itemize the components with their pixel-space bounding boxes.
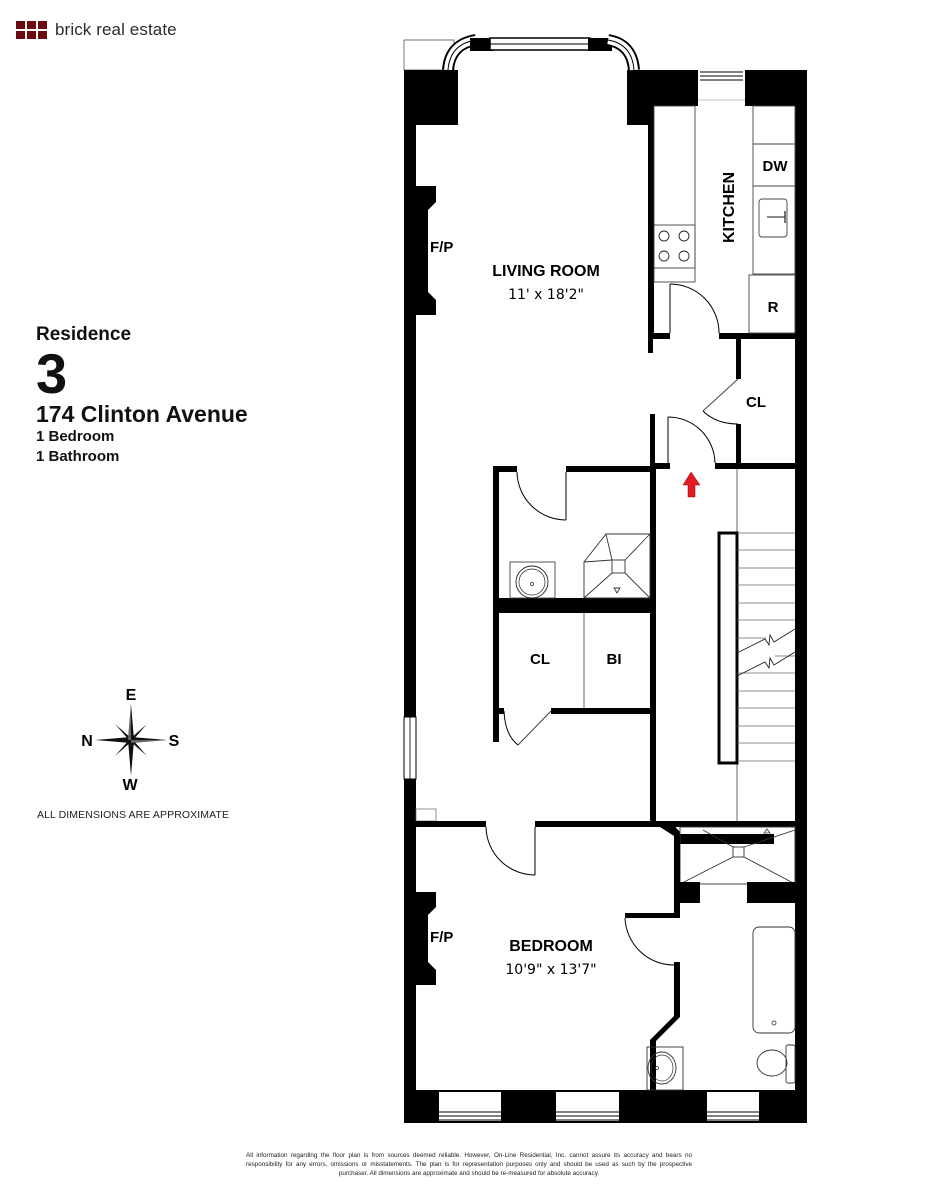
hall-closet-door[interactable] (702, 378, 739, 425)
dimensions-note: ALL DIMENSIONS ARE APPROXIMATE (37, 809, 230, 821)
compass-south-label: S (169, 733, 180, 750)
bathtub-icon (752, 926, 796, 1034)
toilet-icon-upper (509, 561, 556, 599)
bottom-windows (439, 1092, 759, 1121)
compass-west-label: W (122, 777, 138, 794)
bedroom-fireplace (416, 892, 436, 985)
brand-logo: brick real estate (16, 20, 177, 40)
compass-rose-icon: E N S W (81, 687, 180, 794)
staircase (717, 469, 796, 822)
bedroom-dimensions: 10'9" x 13'7" (505, 962, 596, 978)
shower-upper-icon (583, 533, 651, 599)
residence-label: Residence (36, 324, 132, 345)
stove-icon (653, 224, 696, 269)
toilet-icon-lower (756, 1044, 796, 1084)
address: 174 Clinton Avenue (36, 401, 248, 427)
exterior-walls (404, 70, 807, 1123)
bedroom-label: BEDROOM (509, 938, 593, 955)
living-room-dimensions: 11' x 18'2" (508, 287, 584, 303)
center-closet-door[interactable] (503, 710, 552, 746)
bay-window (403, 34, 640, 125)
entry-arrow-icon (682, 471, 701, 498)
entry-door[interactable] (650, 414, 716, 469)
dishwasher-label: DW (763, 158, 789, 175)
listing-info: Residence 3 174 Clinton Avenue 1 Bedroom… (36, 324, 248, 467)
brick-logo-icon (16, 20, 47, 40)
residence-number: 3 (36, 342, 68, 405)
bedroom-count: 1 Bedroom (36, 428, 115, 445)
kitchen-door[interactable] (669, 283, 720, 334)
refrigerator-label: R (768, 299, 779, 316)
bathroom-door[interactable] (624, 917, 675, 966)
hall-closet-walls (715, 339, 807, 469)
half-bath-walls (493, 466, 656, 821)
kitchen-counters (653, 105, 796, 334)
living-fireplace (416, 186, 436, 315)
bathroom-count: 1 Bathroom (36, 448, 120, 465)
compass-east-label: E (126, 687, 137, 704)
hall-closet-label: CL (746, 394, 766, 411)
built-in-label: BI (607, 651, 622, 668)
center-closet-label: CL (530, 651, 550, 668)
disclaimer-text: All information regarding the floor plan… (246, 1152, 692, 1177)
half-bath-door[interactable] (516, 471, 567, 521)
center-closets-walls (493, 613, 656, 737)
brand-name: brick real estate (55, 20, 177, 39)
compass-north-label: N (81, 733, 93, 750)
sink-lower-icon (646, 1046, 684, 1091)
bedroom-door[interactable] (485, 826, 536, 876)
kitchen-window (698, 71, 745, 106)
living-fireplace-label: F/P (430, 239, 453, 256)
bedroom-fireplace-label: F/P (430, 929, 453, 946)
kitchen-label: KITCHEN (721, 172, 738, 243)
living-room-label: LIVING ROOM (492, 263, 600, 280)
bath-walls (625, 836, 795, 1090)
kitchen-walls (648, 104, 807, 353)
side-window-living (403, 716, 417, 780)
sink-icon (758, 198, 788, 238)
